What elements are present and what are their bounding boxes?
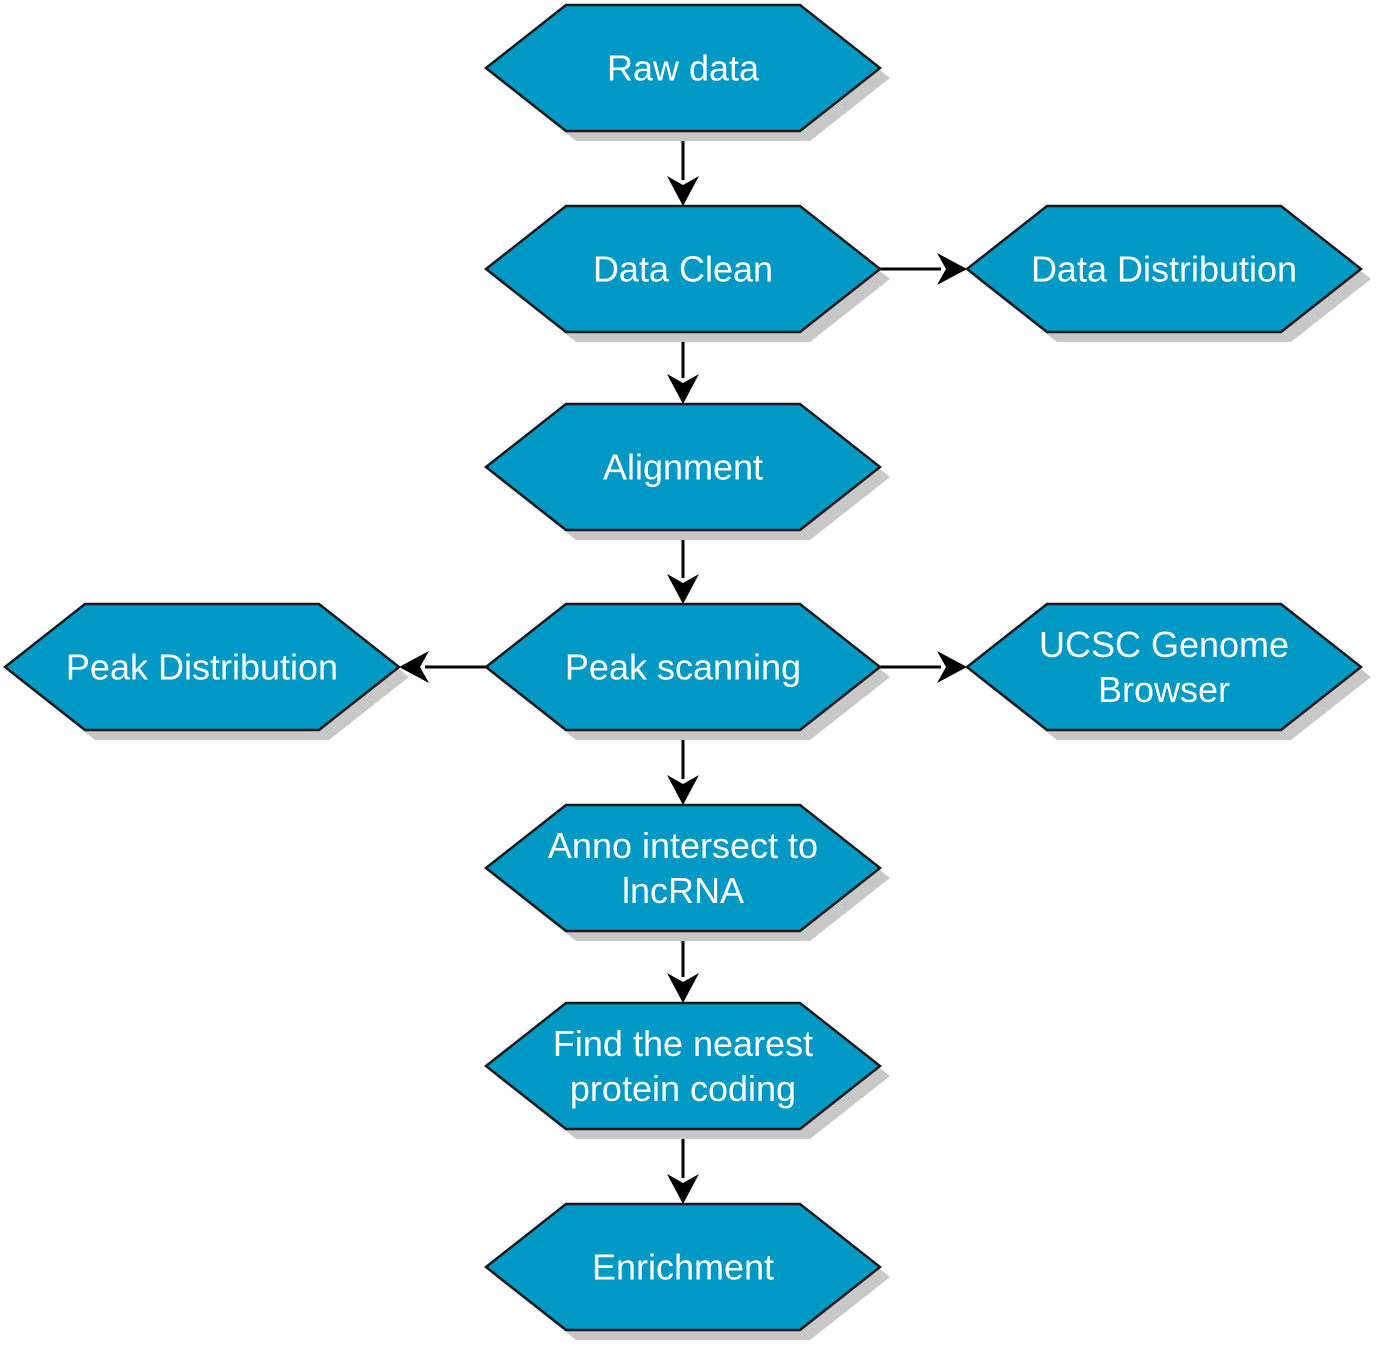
edge-data-clean-to-alignment	[667, 332, 699, 404]
edge-raw-data-to-data-clean	[667, 131, 699, 206]
arrowhead	[667, 574, 699, 604]
node-label: UCSC Genome	[1039, 624, 1289, 665]
edge-peak-scanning-to-peak-distribution	[399, 651, 486, 683]
node-alignment: Alignment	[483, 402, 890, 540]
arrowhead	[667, 1174, 699, 1204]
node-data-clean: Data Clean	[483, 204, 890, 342]
node-hexagon	[2, 602, 402, 732]
node-hexagon	[964, 602, 1364, 732]
edge-anno-intersect-to-find-nearest	[667, 931, 699, 1003]
node-peak-scanning: Peak scanning	[483, 602, 890, 740]
arrowhead	[937, 651, 967, 683]
node-hexagon	[483, 402, 883, 532]
node-label: Data Distribution	[1031, 249, 1297, 290]
edges-layer	[399, 131, 967, 1204]
node-label: Raw data	[607, 48, 760, 89]
arrowhead	[667, 176, 699, 206]
node-raw-data: Raw data	[483, 3, 890, 141]
node-hexagon	[483, 3, 883, 133]
edge-peak-scanning-to-anno-intersect	[667, 730, 699, 805]
edge-find-nearest-to-enrichment	[667, 1129, 699, 1204]
node-label: Data Clean	[593, 249, 773, 290]
node-data-distribution: Data Distribution	[964, 204, 1371, 342]
arrowhead	[399, 651, 429, 683]
node-hexagon	[483, 602, 883, 732]
node-hexagon	[483, 1001, 883, 1131]
node-label: Peak Distribution	[66, 647, 338, 688]
node-label: Enrichment	[592, 1247, 774, 1288]
node-label: Browser	[1098, 669, 1230, 710]
edge-peak-scanning-to-ucsc-genome-browser	[880, 651, 967, 683]
node-label: protein coding	[570, 1068, 796, 1109]
node-hexagon	[483, 204, 883, 334]
arrowhead	[667, 775, 699, 805]
edge-alignment-to-peak-scanning	[667, 530, 699, 604]
node-label: lncRNA	[622, 870, 744, 911]
node-hexagon	[483, 803, 883, 933]
node-label: Alignment	[603, 447, 763, 488]
node-hexagon	[483, 1202, 883, 1332]
arrowhead	[937, 253, 967, 285]
arrowhead	[667, 973, 699, 1003]
node-label: Peak scanning	[565, 647, 801, 688]
node-peak-distribution: Peak Distribution	[2, 602, 409, 740]
node-enrichment: Enrichment	[483, 1202, 890, 1340]
node-label: Anno intersect to	[548, 825, 818, 866]
node-label: Find the nearest	[553, 1023, 813, 1064]
edge-data-clean-to-data-distribution	[880, 253, 967, 285]
arrowhead	[667, 374, 699, 404]
node-hexagon	[964, 204, 1364, 334]
